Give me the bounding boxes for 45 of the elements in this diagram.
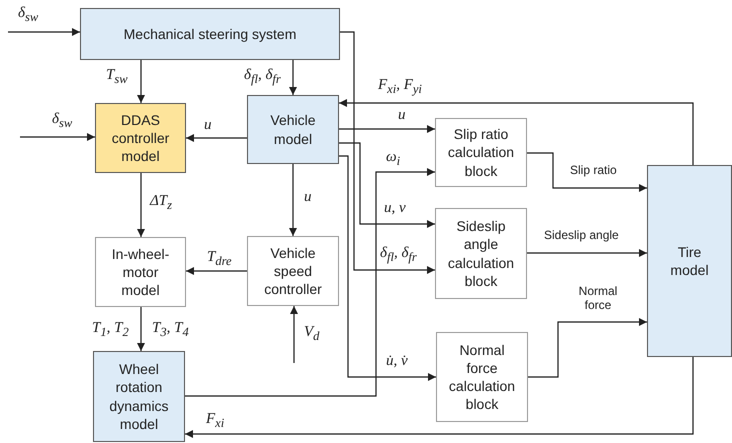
arrow (185, 168, 435, 397)
arrow (289, 60, 297, 95)
block-label: Tire model (669, 242, 710, 280)
block-box (80, 8, 340, 60)
block-label: Sideslip angle calculation block (446, 217, 516, 290)
signal-label: δ$_{fl}$, δ$_{fr}$ (244, 66, 281, 87)
arrow (290, 306, 298, 363)
edge-label: Slip ratio (570, 163, 617, 178)
arrow (340, 31, 435, 274)
signal-label: F$_{xi}$, F$_{yi}$ (378, 76, 422, 97)
block-box (435, 118, 527, 187)
block-box (435, 208, 527, 299)
signal-label: δ$_{fl}$, δ$_{fr}$ (380, 244, 417, 265)
arrow (137, 307, 145, 351)
block-label: DDAS controller model (110, 110, 170, 166)
block-box (247, 236, 339, 306)
arrow (528, 318, 647, 378)
block-label: Mechanical steering system (124, 24, 296, 44)
arrow (339, 155, 436, 381)
block-box (647, 165, 732, 357)
arrow (339, 142, 435, 228)
arrow (186, 267, 247, 275)
arrow (527, 152, 647, 192)
arrow (8, 28, 80, 36)
block-box (436, 332, 528, 422)
arrow (186, 134, 247, 142)
block-box (95, 237, 186, 307)
block-label: Normal force calculation block (448, 340, 516, 414)
arrow (289, 164, 297, 236)
arrow (20, 133, 95, 141)
edge-label: Sideslip angle (544, 228, 619, 242)
arrow (137, 173, 145, 237)
block-label: Wheel rotation dynamics model (108, 360, 170, 433)
arrow (185, 357, 694, 438)
block-box (247, 95, 339, 164)
block-box (95, 103, 186, 173)
block-label: Vehicle model (269, 111, 317, 148)
block-label: Vehicle speed controller (263, 244, 323, 298)
arrow (527, 249, 647, 257)
arrow (339, 99, 694, 165)
arrow (339, 125, 435, 133)
block-label: Slip ratio calculation block (446, 125, 516, 180)
block-label: In-wheel-motor model (110, 244, 170, 300)
block-box (93, 351, 185, 442)
arrow (137, 60, 145, 103)
